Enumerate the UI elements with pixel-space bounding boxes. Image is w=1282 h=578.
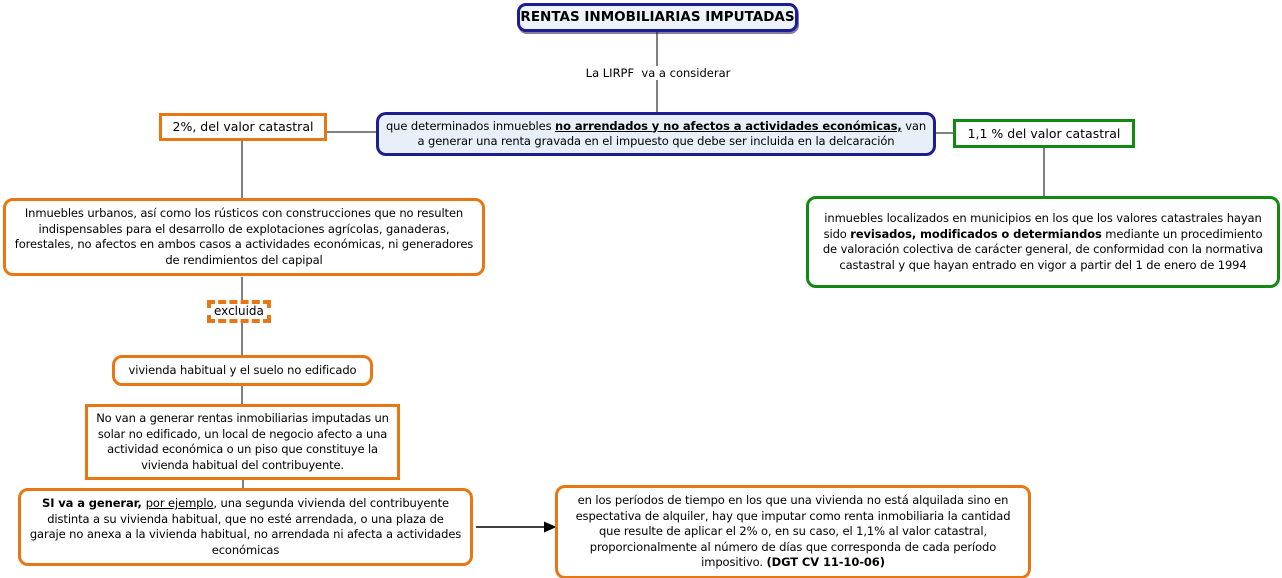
rental-expectation-note-node[interactable]: en los períodos de tiempo en los que una… bbox=[555, 485, 1031, 578]
rental-expectation-note-text: en los períodos de tiempo en los que una… bbox=[566, 493, 1020, 571]
sigenerar-underline-text: por ejemplo bbox=[145, 496, 214, 510]
excluded-label-node[interactable]: excluida bbox=[207, 300, 271, 323]
rate-1-1pct-node[interactable]: 1,1 % del valor catastral bbox=[953, 119, 1135, 148]
urban-properties-node[interactable]: Inmuebles urbanos, así como los rústicos… bbox=[3, 198, 485, 276]
arrowhead-icon bbox=[544, 521, 557, 533]
sigenerar-rest-text: , una segunda vivienda del contribuyente… bbox=[29, 496, 462, 557]
no-imputed-income-node[interactable]: No van a generar rentas inmobiliarias im… bbox=[85, 404, 400, 480]
yes-imputed-income-node[interactable]: SI va a generar, por ejemplo, una segund… bbox=[18, 488, 473, 566]
central-statement-node[interactable]: que determinados inmuebles no arrendados… bbox=[376, 112, 936, 156]
central-emphasis-text: no arrendados y no afectos a actividades… bbox=[555, 118, 902, 133]
periods-pre-text: en los períodos de tiempo en los que una… bbox=[575, 493, 1011, 569]
yes-imputed-income-text: SI va a generar, por ejemplo, una segund… bbox=[29, 496, 462, 558]
title-node[interactable]: RENTAS INMOBILIARIAS IMPUTADAS bbox=[517, 3, 798, 32]
revised-cadastral-values-node[interactable]: inmuebles localizados en municipios en l… bbox=[806, 196, 1280, 288]
central-line2-text: van a generar una renta gravada en el im… bbox=[417, 118, 927, 149]
rate-2pct-node[interactable]: 2%, del valor catastral bbox=[159, 113, 327, 141]
revised-cadastral-values-text: inmuebles localizados en municipios en l… bbox=[817, 211, 1269, 273]
sigenerar-bold-text: SI va a generar, bbox=[42, 496, 146, 510]
rightdesc-bold-text: revisados, modificados o determiandos bbox=[850, 226, 1102, 241]
central-statement-text: que determinados inmuebles no arrendados… bbox=[385, 119, 927, 150]
linking-phrase-lirpf[interactable]: La LIRPF va a considerar bbox=[577, 66, 739, 80]
excluded-items-node[interactable]: vivienda habitual y el suelo no edificad… bbox=[112, 355, 373, 386]
periods-citation-text: (DGT CV 11-10-06) bbox=[766, 555, 885, 569]
rightdesc-pre-text: inmuebles localizados en municipios en l… bbox=[823, 211, 1262, 241]
central-pre-text: que determinados inmuebles bbox=[385, 118, 556, 133]
rightdesc-post-text: mediante un procedimiento de valoración … bbox=[822, 226, 1264, 272]
